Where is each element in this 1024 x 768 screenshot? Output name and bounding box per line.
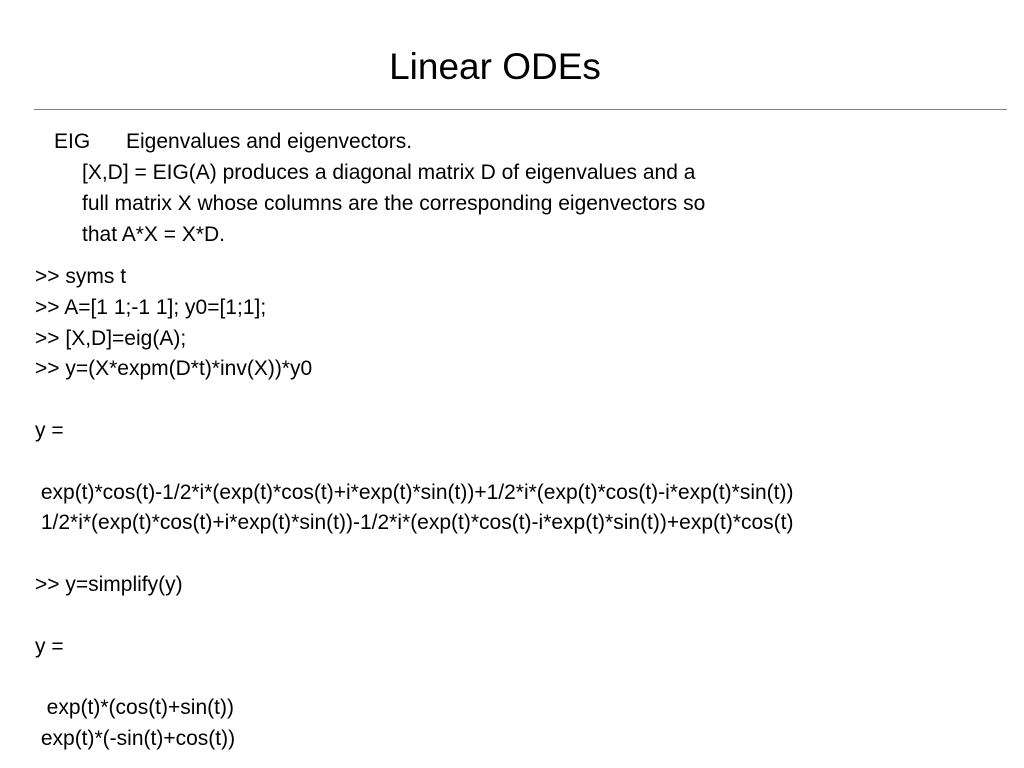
title-divider bbox=[34, 109, 1007, 110]
help-body-line: that A*X = X*D. bbox=[82, 223, 226, 246]
help-body-line: [X,D] = EIG(A) produces a diagonal matri… bbox=[82, 161, 696, 184]
help-command-name: EIG bbox=[54, 130, 91, 153]
help-heading-line: EIG Eigenvalues and eigenvectors. bbox=[54, 126, 705, 157]
console-line bbox=[35, 662, 794, 693]
console-line bbox=[35, 385, 794, 416]
console-line: exp(t)*(-sin(t)+cos(t)) bbox=[35, 726, 236, 750]
console-line: y = bbox=[35, 418, 64, 442]
help-body-line: full matrix X whose columns are the corr… bbox=[82, 192, 706, 215]
console-line: >> A=[1 1;-1 1]; y0=[1;1]; bbox=[35, 295, 267, 319]
help-summary: Eigenvalues and eigenvectors. bbox=[126, 130, 413, 153]
console-line: >> y=simplify(y) bbox=[35, 572, 183, 596]
console-line: >> y=(X*expm(D*t)*inv(X))*y0 bbox=[35, 357, 313, 381]
help-text-block: EIG Eigenvalues and eigenvectors. [X,D] =… bbox=[54, 126, 705, 250]
console-line: >> [X,D]=eig(A); bbox=[35, 326, 187, 350]
console-line bbox=[35, 601, 794, 632]
console-line bbox=[35, 447, 794, 478]
console-line: y = bbox=[35, 634, 64, 658]
slide-title: Linear ODEs bbox=[389, 46, 601, 87]
console-line: exp(t)*cos(t)-1/2*i*(exp(t)*cos(t)+i*exp… bbox=[35, 480, 794, 504]
console-line bbox=[35, 539, 794, 570]
console-line: >> syms t bbox=[35, 265, 127, 288]
console-line: 1/2*i*(exp(t)*cos(t)+i*exp(t)*sin(t))-1/… bbox=[35, 511, 794, 535]
console-transcript: >> syms t >> A=[1 1;-1 1]; y0=[1;1]; >> … bbox=[35, 262, 794, 755]
console-line: exp(t)*(cos(t)+sin(t)) bbox=[35, 696, 234, 720]
